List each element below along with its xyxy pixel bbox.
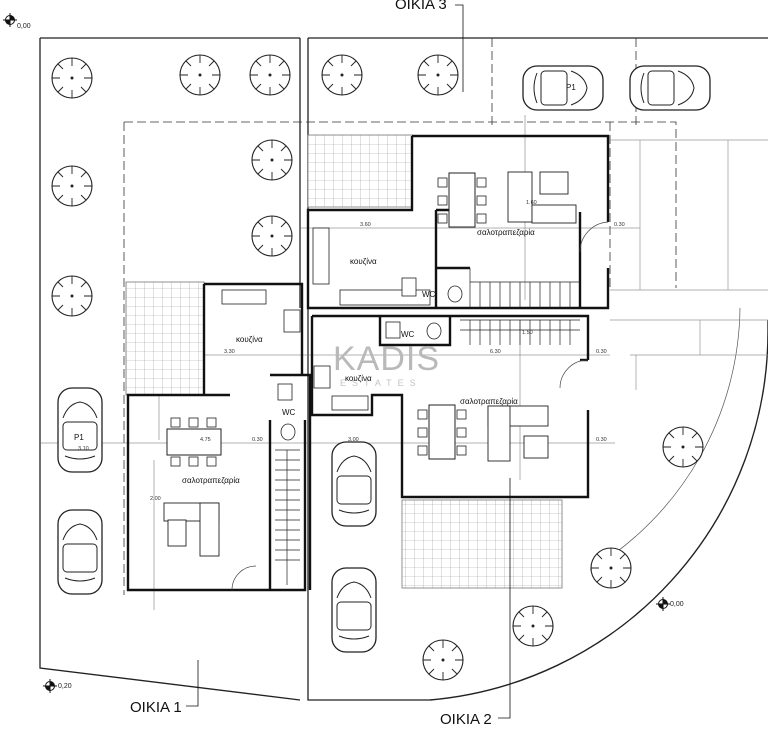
dim-label: 3.60 [360, 222, 371, 228]
house-1-living-label: σαλοτραπεζαρία [182, 476, 240, 485]
labels: OIKIA 3 OIKIA 1 OIKIA 2 σαλοτραπεζαρία κ… [17, 0, 684, 728]
house-3-title: OIKIA 3 [395, 0, 447, 13]
house-1-walls [126, 282, 312, 592]
house-1-furniture [163, 289, 301, 591]
tiled-terraces [125, 134, 563, 589]
dim-label: 1.50 [522, 330, 533, 336]
parking-area [610, 139, 768, 390]
title-leaders [186, 4, 511, 719]
dim-label: 0.30 [252, 437, 263, 443]
svg-text:ESTATES: ESTATES [340, 378, 422, 388]
dim-label: 2.00 [150, 496, 161, 502]
house-3-living-label: σαλοτραπεζαρία [477, 228, 535, 237]
property-arc [429, 320, 768, 701]
setback-lines [123, 38, 677, 595]
watermark: KADIS ESTATES [333, 340, 440, 388]
house-3-furniture [312, 171, 609, 308]
dim-label: 0.30 [614, 222, 625, 228]
dim-label: 6.30 [490, 349, 501, 355]
dim-label: 0.30 [596, 437, 607, 443]
level-label-top: 0,00 [17, 23, 31, 30]
parking-label-left: P1 [74, 433, 84, 442]
house-2-walls [310, 314, 590, 499]
house-2-living-label: σαλοτραπεζαρία [460, 397, 518, 406]
level-label-bottom: 0,20 [58, 683, 72, 690]
house-2-kitchen-label: κουζίνα [345, 374, 372, 383]
dim-label: 3.10 [78, 446, 89, 452]
house-1-title: OIKIA 1 [130, 699, 182, 716]
house-1-kitchen-label: κουζίνα [236, 335, 263, 344]
house-3-kitchen-label: κουζίνα [350, 257, 377, 266]
dim-label: 4.75 [200, 437, 211, 443]
house-2-furniture [313, 319, 589, 462]
house-2-title: OIKIA 2 [440, 711, 492, 728]
house-3-wc-label: WC [422, 290, 436, 299]
level-label-right: 0,00 [670, 601, 684, 608]
house-1-wc-label: WC [282, 408, 296, 417]
dimension-lines [40, 115, 640, 610]
dim-label: 0.30 [596, 349, 607, 355]
parking-label-top: P1 [566, 83, 576, 92]
dim-label: 3.00 [348, 437, 359, 443]
dim-label: 3.30 [224, 349, 235, 355]
dim-label: 1.60 [526, 200, 537, 206]
svg-text:KADIS: KADIS [333, 340, 440, 378]
house-2-wc-label: WC [401, 330, 415, 339]
